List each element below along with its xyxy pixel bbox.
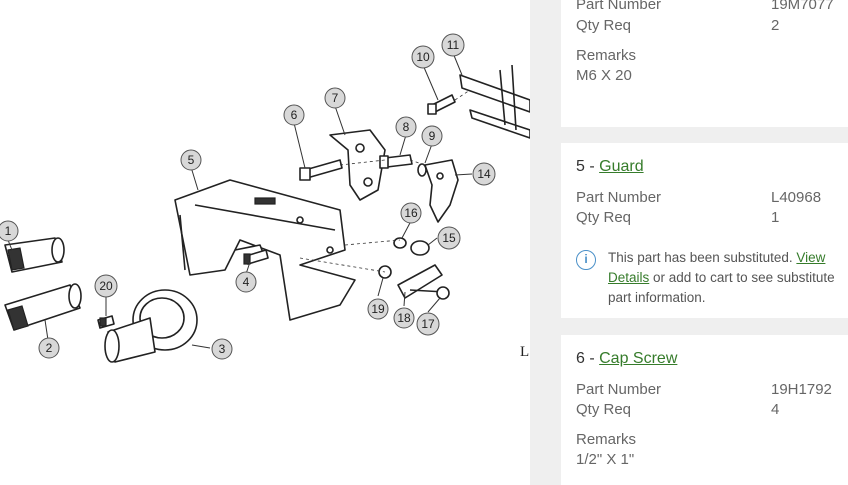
- qty-row: Qty Req 1: [576, 209, 779, 226]
- part-index: 6 -: [576, 350, 595, 367]
- callout-5[interactable]: 5: [180, 149, 202, 171]
- callout-label: 18: [397, 311, 411, 325]
- callout-8[interactable]: 8: [395, 116, 417, 138]
- callout-label: 2: [46, 341, 53, 355]
- callout-label: 10: [416, 50, 430, 64]
- callout-11[interactable]: 11: [441, 33, 465, 57]
- part-card-guard: 5 - Guard Part Number L40968 Qty Req 1 i…: [561, 143, 848, 318]
- callout-label: 9: [429, 129, 436, 143]
- callout-label: 8: [403, 120, 410, 134]
- callout-label: 14: [477, 167, 491, 181]
- callout-label: 4: [243, 275, 250, 289]
- nut-part-17: [436, 286, 450, 300]
- part-number-row: Part Number L40968: [576, 189, 821, 206]
- part-name-link[interactable]: Cap Screw: [599, 350, 678, 367]
- bracket-part-7: [329, 129, 386, 201]
- part-number-row: Part Number 19M7077: [576, 0, 834, 13]
- part-name-link[interactable]: Guard: [599, 158, 644, 175]
- washer-part-16: [393, 237, 407, 249]
- part-card-partial: Part Number 19M7077 Qty Req 2 Remarks M6…: [561, 0, 848, 127]
- remarks-value: 1/2" X 1": [576, 451, 635, 468]
- callout-label: 7: [332, 91, 339, 105]
- callout-9[interactable]: 9: [421, 125, 443, 147]
- callout-15[interactable]: 15: [437, 226, 461, 250]
- callout-label: 11: [447, 38, 460, 52]
- bushing-part-3: [104, 289, 198, 363]
- part-title: 5 - Guard: [576, 158, 644, 176]
- nut-part-15: [410, 240, 430, 256]
- exploded-view-drawing: [4, 52, 530, 363]
- callout-10[interactable]: 10: [411, 45, 435, 69]
- part-number-value: L40968: [771, 189, 822, 206]
- qty-value: 4: [771, 401, 780, 418]
- part-number-row: Part Number 19H1792: [576, 381, 832, 398]
- bolt-part-4: [243, 249, 269, 265]
- callout-2[interactable]: 2: [38, 337, 60, 359]
- part-number-label: Part Number: [576, 189, 662, 206]
- callout-label: 20: [99, 279, 113, 293]
- remarks-value: M6 X 20: [576, 67, 632, 84]
- part-number-value: 19M7077: [771, 0, 834, 13]
- callout-label: 6: [291, 108, 298, 122]
- callout-label: 3: [219, 342, 226, 356]
- callout-19[interactable]: 19: [367, 298, 389, 320]
- part-number-label: Part Number: [576, 381, 662, 398]
- info-icon: i: [576, 250, 596, 270]
- shaft-part-1: [4, 237, 65, 273]
- callout-4[interactable]: 4: [235, 271, 257, 293]
- qty-value: 1: [771, 209, 780, 226]
- screw-part-20: [97, 315, 115, 329]
- callout-14[interactable]: 14: [472, 162, 496, 186]
- callout-label: 19: [371, 302, 385, 316]
- callout-18[interactable]: 18: [393, 307, 415, 329]
- callout-label: 15: [442, 231, 456, 245]
- notice-text-before: This part has been substituted.: [608, 250, 793, 265]
- remarks-label: Remarks: [576, 431, 637, 448]
- qty-row: Qty Req 4: [576, 401, 779, 418]
- callout-layer: 1 2 3 4 5 6 7 8 9 10 11 14 15 16 17 18 1…: [0, 33, 496, 360]
- shaft-part-2: [4, 283, 82, 331]
- substitution-notice: i This part has been substituted. View D…: [576, 248, 848, 310]
- cap-screw-part-6: [299, 159, 343, 181]
- part-card-cap-screw: 6 - Cap Screw Part Number 19H1792 Qty Re…: [561, 335, 848, 485]
- callout-17[interactable]: 17: [416, 312, 440, 336]
- part-index: 5 -: [576, 158, 595, 175]
- bolt-part-8: [379, 154, 413, 169]
- qty-label: Qty Req: [576, 401, 632, 418]
- qty-label: Qty Req: [576, 17, 632, 34]
- callout-7[interactable]: 7: [324, 87, 346, 109]
- part-number-value: 19H1792: [771, 381, 832, 398]
- callout-label: 5: [188, 153, 195, 167]
- part-title: 6 - Cap Screw: [576, 350, 677, 368]
- stray-letter: L: [520, 344, 530, 360]
- callout-6[interactable]: 6: [283, 104, 305, 126]
- guard-part-5: [174, 179, 356, 321]
- remarks-label: Remarks: [576, 47, 637, 64]
- notice-text-after: or add to cart to see substitute part in…: [608, 270, 835, 305]
- qty-label: Qty Req: [576, 209, 632, 226]
- callout-label: 1: [5, 224, 12, 238]
- callout-3[interactable]: 3: [211, 338, 233, 360]
- callout-1[interactable]: 1: [0, 220, 19, 242]
- callout-label: 17: [421, 317, 435, 331]
- qty-value: 2: [771, 17, 780, 34]
- callout-label: 16: [404, 206, 418, 220]
- part-number-label: Part Number: [576, 0, 662, 13]
- bracket-part-14: [424, 159, 459, 223]
- view-details-link[interactable]: View Details: [608, 250, 826, 285]
- parts-list-panel[interactable]: Part Number 19M7077 Qty Req 2 Remarks M6…: [530, 0, 848, 485]
- parts-diagram: 1 2 3 4 5 6 7 8 9 10 11 14 15 16 17 18 1…: [0, 33, 530, 363]
- qty-row: Qty Req 2: [576, 17, 779, 34]
- bolt-part-10: [427, 94, 456, 115]
- notice-text: This part has been substituted. View Det…: [608, 248, 848, 308]
- callout-16[interactable]: 16: [400, 202, 422, 224]
- callout-20[interactable]: 20: [94, 274, 118, 298]
- frame-part-11: [459, 64, 530, 139]
